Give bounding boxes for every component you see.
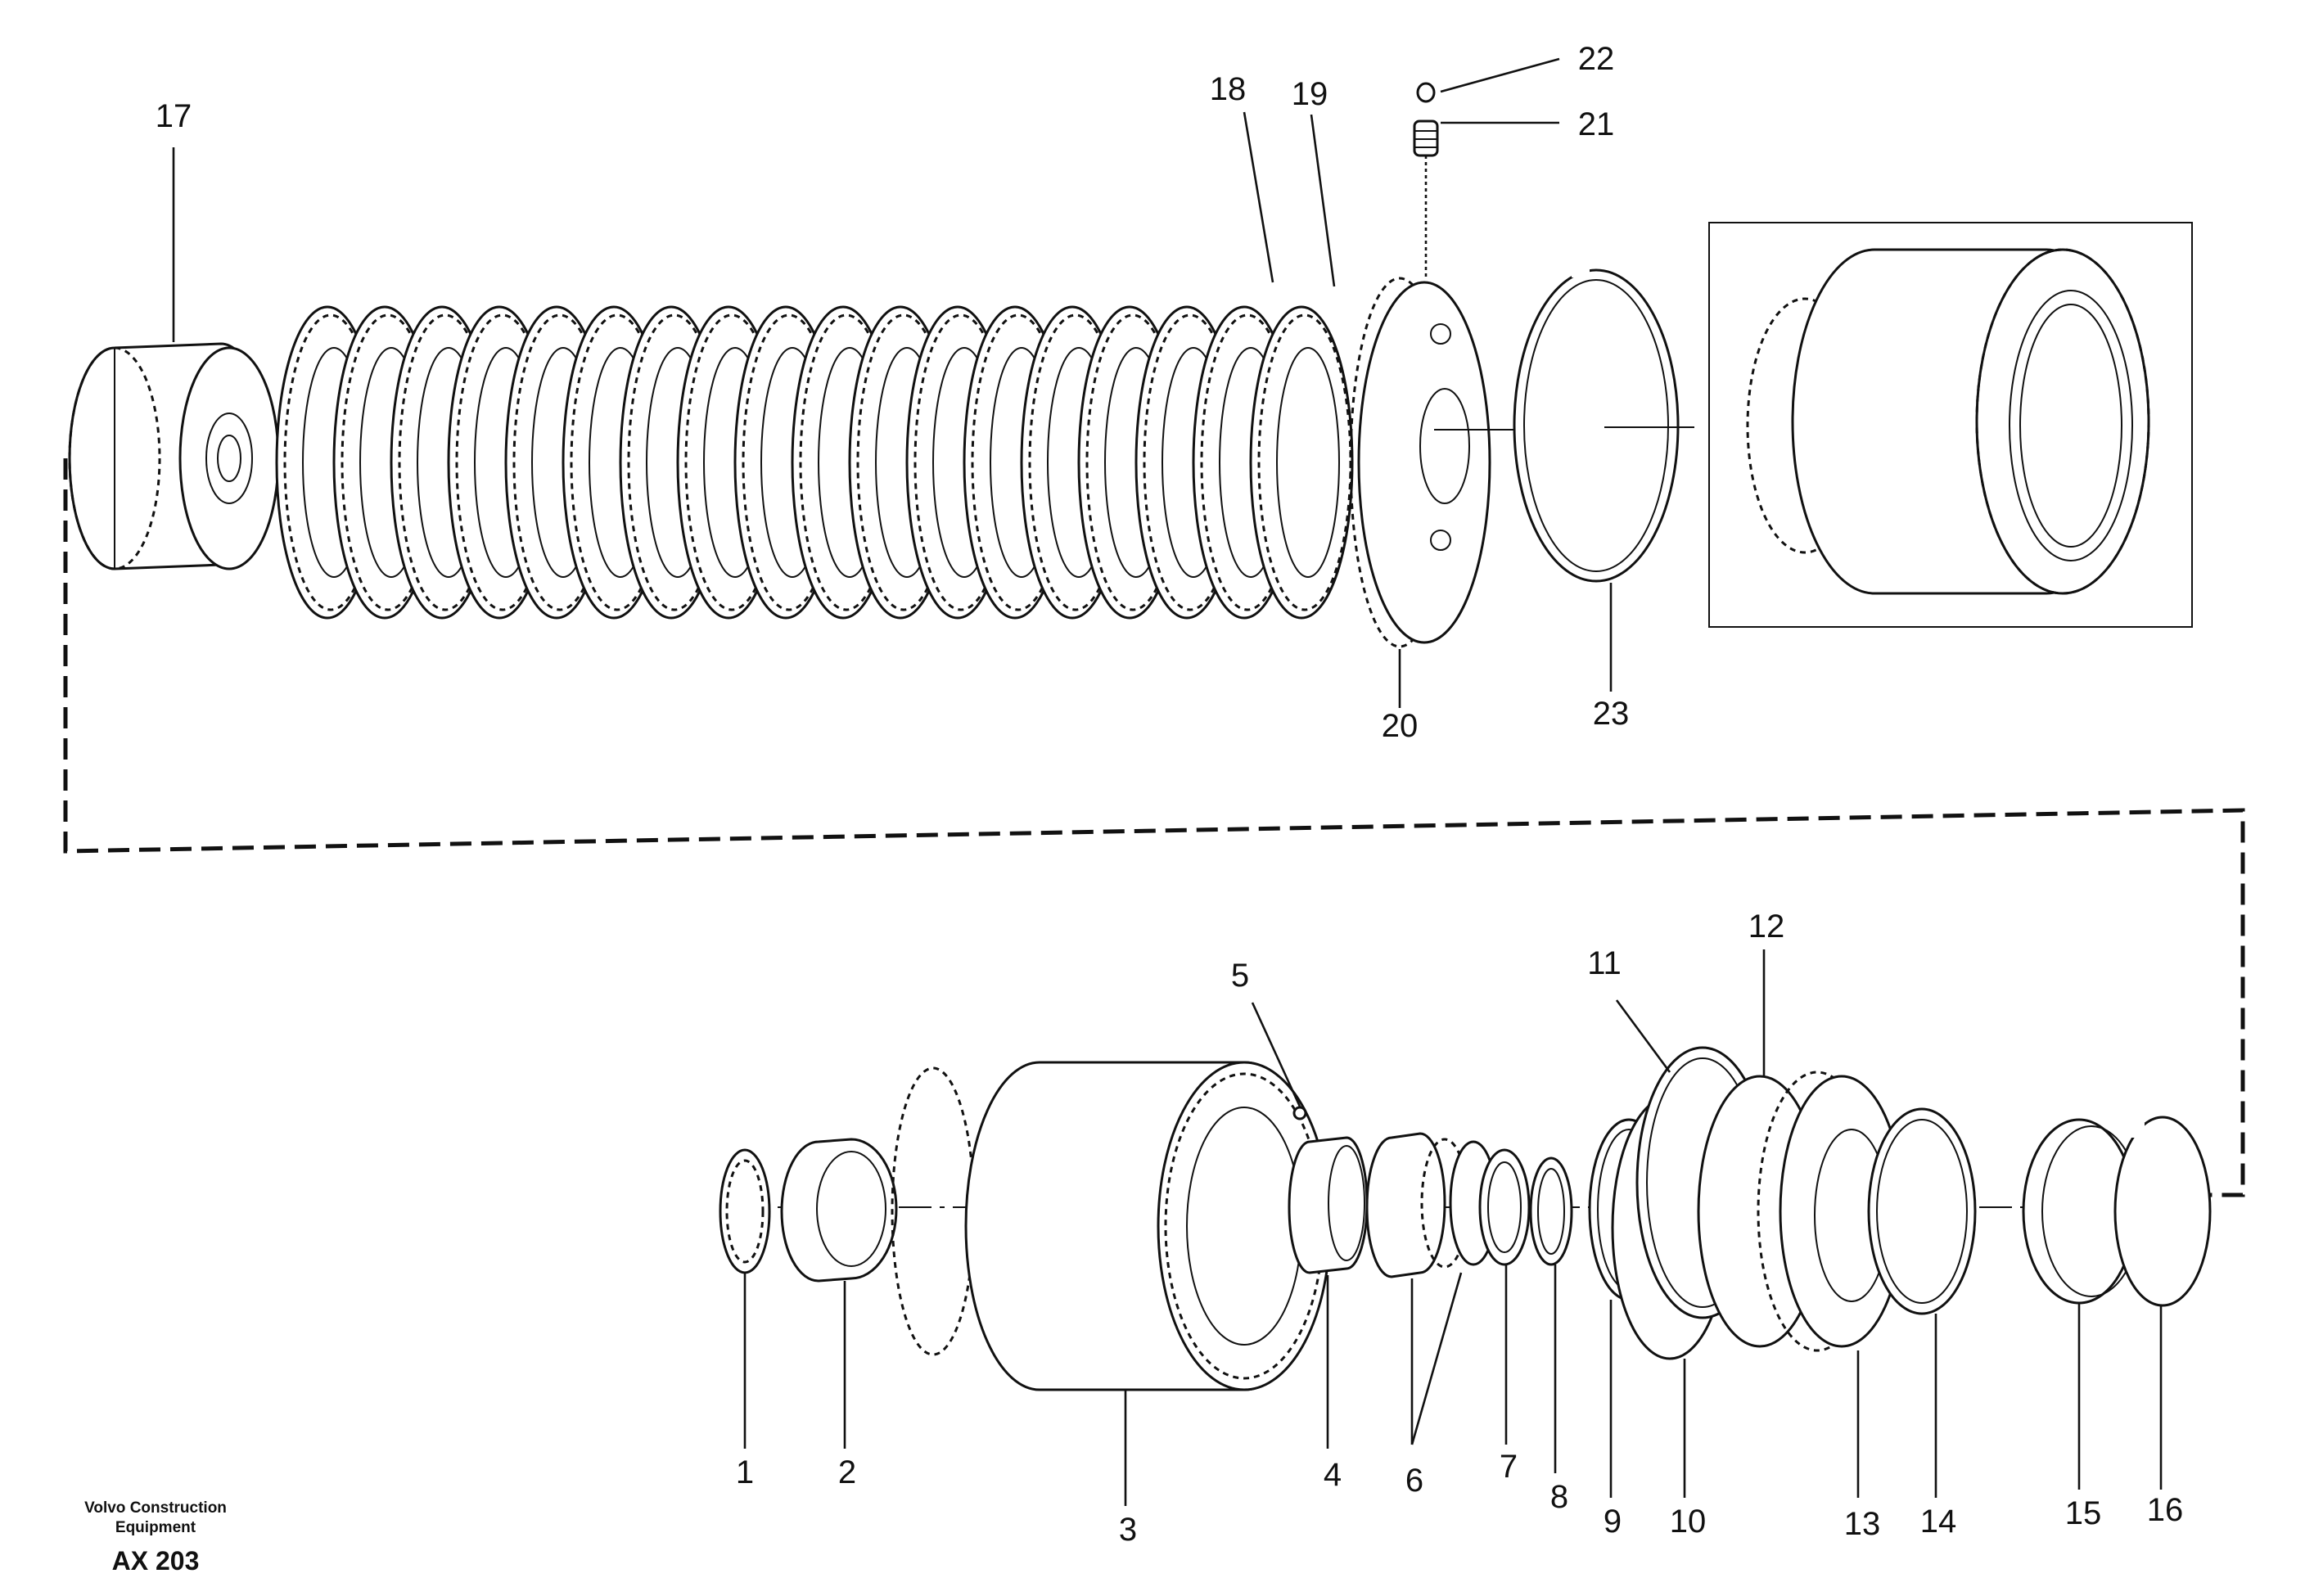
part-14-snap-ring [1867,1107,1977,1315]
callout-8: 8 [1550,1479,1568,1515]
callout-14: 14 [1920,1504,1957,1540]
callout-2: 2 [838,1454,856,1490]
callout-23: 23 [1593,696,1630,732]
clutch-drum-inset [1637,222,2193,628]
callout-10: 10 [1670,1504,1707,1540]
part-5-ball [1292,1106,1307,1120]
callout-13: 13 [1844,1506,1881,1542]
callout-12: 12 [1748,908,1785,945]
callout-19: 19 [1292,76,1328,112]
callout-4: 4 [1324,1457,1342,1493]
callout-labels: 17 18 19 20 21 22 23 1 2 3 4 5 6 7 8 9 1… [156,41,2184,1548]
callout-18: 18 [1210,71,1247,107]
lower-assembly [719,1046,2212,1391]
part-21-plug [1413,119,1439,278]
callout-21: 21 [1578,106,1615,142]
part-22-o-ring [1416,82,1436,103]
drawing-code: AX 203 [112,1546,200,1576]
callout-17: 17 [156,98,192,134]
callout-5: 5 [1231,958,1249,994]
callout-20: 20 [1382,708,1419,744]
footer-block: Volvo Construction Equipment AX 203 [84,1499,227,1576]
callout-3: 3 [1119,1512,1137,1548]
upper-assembly [68,82,2193,648]
part-8-ring [1529,1156,1573,1266]
shaft-connector-dashed-line [63,458,2245,1197]
callout-15: 15 [2065,1495,2102,1531]
part-7-ring [1478,1148,1531,1266]
callout-16: 16 [2147,1492,2184,1528]
company-name-line1: Volvo Construction [84,1499,227,1517]
callout-11: 11 [1587,945,1622,981]
company-name-line2: Equipment [115,1519,196,1536]
clutch-disc [1249,305,1354,620]
callout-1: 1 [736,1454,754,1490]
callout-7: 7 [1500,1449,1518,1485]
callout-22: 22 [1578,41,1615,77]
part-3-clutch-drum [891,1061,1332,1391]
part-23-snap-ring [1513,266,1680,583]
part-6-bearing-pair [1365,1132,1498,1278]
part-4-hub-sleeve [1288,1136,1369,1274]
part-17-splined-hub [68,342,280,570]
part-16-snap-ring [2113,1116,2212,1307]
callout-9: 9 [1604,1504,1622,1540]
leader-lines [172,57,2163,1506]
clutch-disc-stack [275,305,1354,620]
callout-6: 6 [1405,1463,1423,1499]
part-20-piston [1349,277,1522,648]
part-2-bearing-race [780,1138,898,1283]
part-1-roller-bearing [719,1148,771,1274]
